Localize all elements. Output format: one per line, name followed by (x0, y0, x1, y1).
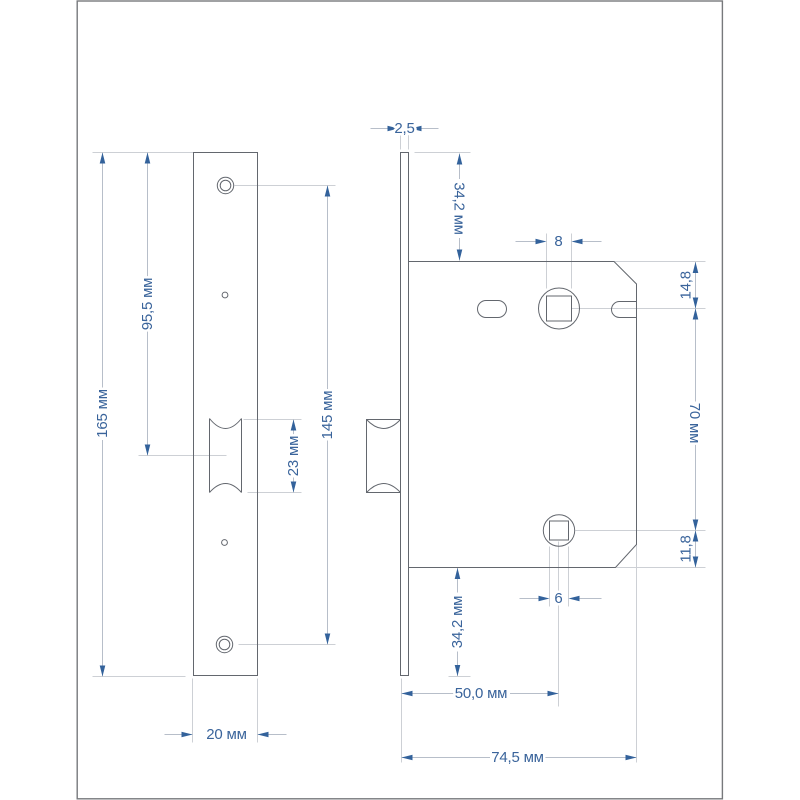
svg-text:20 мм: 20 мм (206, 726, 246, 743)
svg-text:2,5: 2,5 (394, 120, 414, 137)
svg-text:8: 8 (554, 233, 562, 250)
svg-text:34,2 мм: 34,2 мм (451, 182, 468, 235)
svg-text:6: 6 (554, 590, 562, 607)
svg-text:165 мм: 165 мм (94, 389, 111, 438)
svg-text:70 мм: 70 мм (686, 403, 703, 443)
svg-text:34,2 мм: 34,2 мм (449, 596, 466, 649)
svg-text:74,5 мм: 74,5 мм (491, 749, 544, 766)
svg-text:14,8: 14,8 (677, 271, 694, 299)
svg-text:95,5 мм: 95,5 мм (139, 278, 156, 331)
svg-text:145 мм: 145 мм (319, 391, 336, 440)
svg-text:50,0 мм: 50,0 мм (455, 685, 508, 702)
svg-text:11,8: 11,8 (677, 535, 694, 562)
svg-text:23 мм: 23 мм (285, 436, 302, 476)
